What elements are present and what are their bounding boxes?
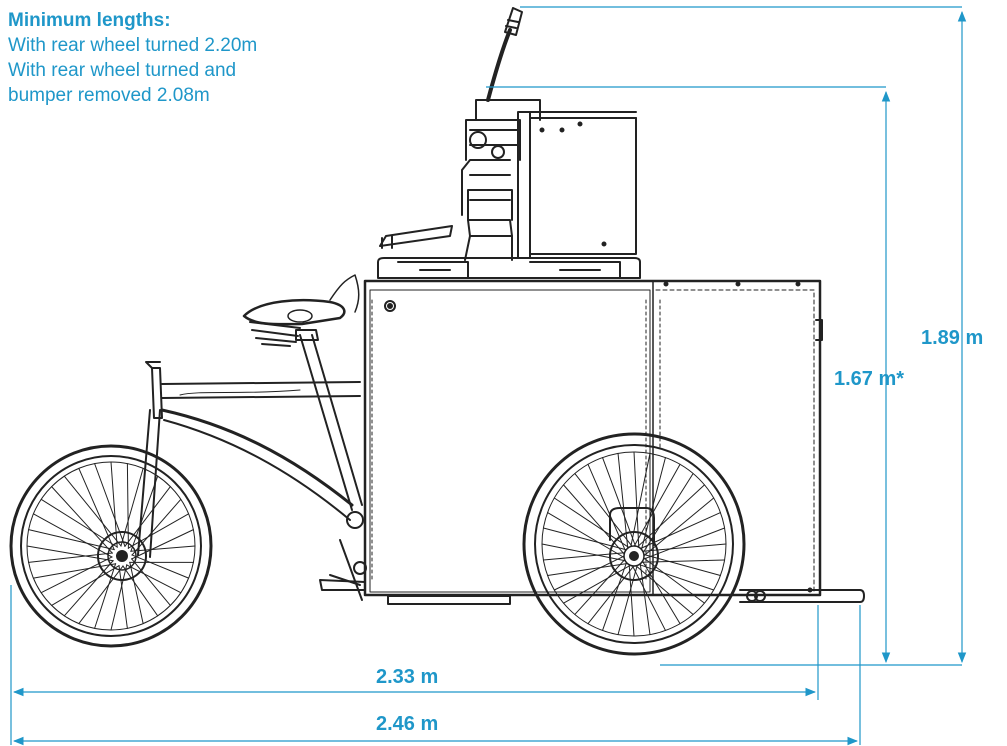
front-wheel [9, 444, 213, 648]
saddle [242, 298, 346, 347]
note-line-3: bumper removed 2.08m [8, 85, 210, 106]
machine-box [517, 111, 637, 259]
wheel-spoke [94, 563, 117, 629]
handlebar [377, 225, 641, 279]
wheel-spoke [78, 467, 115, 551]
wheel-spoke [542, 552, 626, 561]
grinder [461, 7, 541, 261]
wheel-spoke [553, 555, 625, 591]
rear-wheel [522, 432, 746, 656]
wheel-spoke [32, 563, 117, 579]
wheel-spoke [639, 563, 651, 636]
wheel-spoke [631, 565, 666, 631]
rear-bumper [739, 589, 865, 603]
wheel-spoke [643, 553, 721, 576]
wheel-spoke [129, 561, 144, 625]
wheel-spoke [126, 463, 129, 549]
wheel-spoke [131, 558, 171, 606]
wheel-spoke [40, 498, 118, 548]
dimension-lines [10, 6, 967, 746]
wheel-spoke [94, 463, 126, 547]
fork [137, 361, 163, 558]
wheel-spoke [563, 564, 631, 604]
wheel-spoke [131, 554, 190, 579]
wheel-spoke [118, 565, 128, 629]
wheel-spoke [547, 563, 628, 576]
wheel-spoke [635, 565, 694, 615]
cargo-box [363, 279, 823, 605]
wheel-spoke [541, 543, 626, 562]
wheel-spoke [638, 564, 715, 591]
wheel-spoke [40, 556, 113, 594]
wheel-spoke [130, 475, 159, 552]
wheel-spoke [28, 529, 115, 551]
frame [160, 329, 367, 601]
note-heading: Minimum lengths: [8, 10, 171, 31]
wheel-spoke [130, 545, 196, 552]
wheel-spoke [78, 565, 124, 625]
length-short-label: 2.33 m [376, 666, 439, 688]
wheel-spoke [574, 559, 626, 615]
wheel-spoke [110, 564, 128, 631]
height-total-label: 1.89 m [921, 327, 984, 349]
note-line-1: With rear wheel turned 2.20m [8, 35, 258, 56]
bike-illustration [9, 7, 865, 656]
wheel-spoke [642, 560, 681, 625]
wheel-spoke [127, 513, 190, 549]
wheel-spoke [563, 484, 625, 555]
wheel-spoke [617, 564, 638, 636]
wheel-spoke [131, 498, 182, 556]
wheel-spoke [51, 486, 113, 554]
length-total-label: 2.46 m [376, 713, 439, 735]
wheel-spoke [28, 552, 113, 563]
wheel-spoke [602, 562, 627, 631]
minimum-lengths-note: Minimum lengths: With rear wheel turned … [8, 8, 257, 108]
wheel-spoke [628, 564, 635, 637]
wheel-spoke [124, 486, 171, 547]
wheel-spoke [641, 559, 726, 563]
wheel-spoke [122, 565, 159, 617]
wheel-spoke [131, 529, 194, 560]
wheel-spoke [51, 565, 120, 606]
height-box-label: 1.67 m* [834, 368, 905, 390]
wheel-spoke [63, 560, 114, 617]
note-line-2: With rear wheel turned and [8, 60, 237, 81]
wheel-spoke [126, 564, 182, 594]
